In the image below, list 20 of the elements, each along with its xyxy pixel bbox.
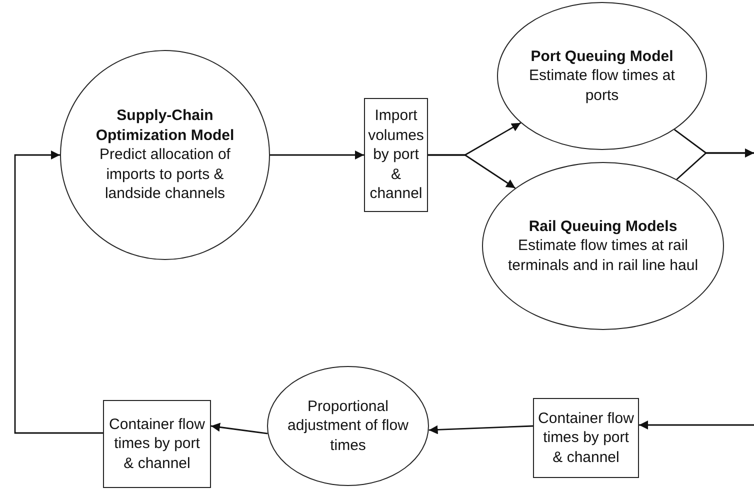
process-box: [533, 398, 639, 478]
arrow: [639, 420, 754, 430]
process-box: [103, 400, 211, 488]
process-box: [364, 98, 428, 212]
arrow: [428, 154, 516, 189]
arrow: [676, 148, 754, 180]
model-title: Supply-Chain Optimization Model: [94, 106, 236, 146]
node-text: Estimate flow times at ports: [528, 66, 676, 106]
node-text: Container flow times by port & channel: [108, 414, 206, 474]
node-text: Container flow times by port & channel: [537, 408, 635, 468]
arrow: [210, 422, 268, 434]
node-text: Import volumes by port & channel: [367, 106, 425, 204]
arrow: [14, 150, 103, 434]
model-title: Port Queuing Model: [530, 46, 674, 66]
node-text: Predict allocation of imports to ports & landside channels: [98, 145, 232, 204]
arrow: [428, 425, 534, 434]
arrow: [270, 150, 364, 160]
node-text: Estimate flow times at rail terminals and in rail line haul: [506, 236, 700, 276]
node-text: Proportional adjustment of flow times: [286, 396, 410, 456]
model-title: Rail Queuing Models: [528, 216, 678, 236]
